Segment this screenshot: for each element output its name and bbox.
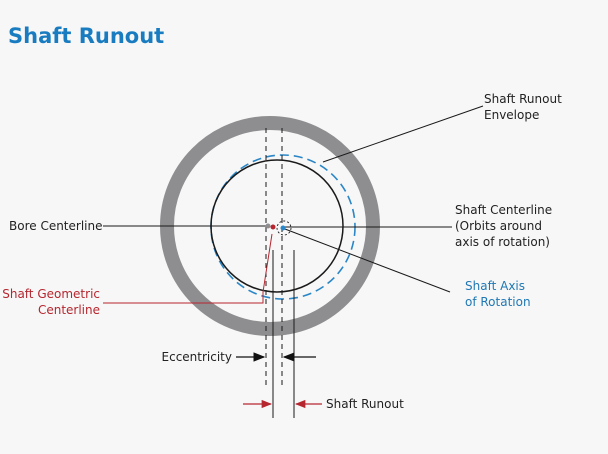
- axis-of-rotation-leader: [284, 228, 451, 293]
- label-shaft-geometric-centerline-line1: Shaft Geometric: [2, 287, 100, 301]
- label-bore-centerline: Bore Centerline: [9, 219, 103, 233]
- label-eccentricity: Eccentricity: [162, 350, 232, 364]
- geometric-center-dot: [270, 224, 276, 230]
- label-shaft-centerline-line1: Shaft Centerline: [455, 203, 552, 217]
- label-shaft-runout-envelope-line1: Shaft Runout: [484, 92, 562, 106]
- label-shaft-centerline-line3: axis of rotation): [455, 235, 550, 249]
- label-shaft-runout: Shaft Runout: [326, 397, 404, 411]
- label-shaft-centerline-line2: (Orbits around: [455, 219, 542, 233]
- page-title: Shaft Runout: [8, 24, 164, 48]
- label-shaft-axis-of-rotation-line2: of Rotation: [465, 295, 531, 309]
- geometric-centerline-leader: [103, 233, 273, 304]
- shaft-centerline-orbit: [276, 220, 292, 236]
- label-shaft-geometric-centerline-line2: Centerline: [38, 303, 100, 317]
- bore-center-dot: [265, 223, 271, 229]
- label-shaft-runout-envelope-line2: Envelope: [484, 108, 539, 122]
- axis-of-rotation-dot: [280, 225, 286, 231]
- envelope-leader: [322, 105, 484, 163]
- label-shaft-axis-of-rotation-line1: Shaft Axis: [465, 279, 525, 293]
